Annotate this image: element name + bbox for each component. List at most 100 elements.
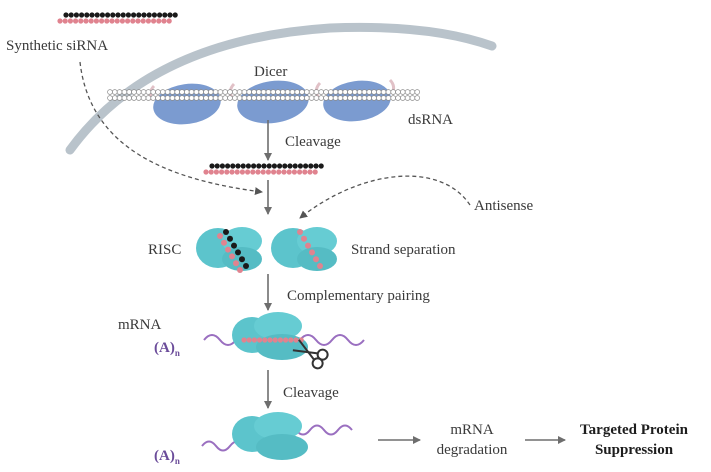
dsrna-bead xyxy=(337,95,344,101)
dsrna-bead xyxy=(371,89,377,95)
dsrna-bead xyxy=(323,89,329,95)
strand-separation-label: Strand separation xyxy=(351,242,456,258)
sense-strand-bead xyxy=(287,163,293,169)
risc-antisense-strand xyxy=(297,229,323,269)
sense-strand-bead xyxy=(151,12,157,18)
dsrna-bead xyxy=(270,95,276,101)
antisense-strand-bead xyxy=(260,169,266,175)
dsrna-bead xyxy=(289,89,296,95)
antisense-strand-bead xyxy=(151,18,157,24)
antisense-strand-bead xyxy=(125,18,131,24)
dsrna-bead xyxy=(318,95,324,101)
antisense-strand-bead xyxy=(283,337,289,343)
sense-strand-bead xyxy=(141,12,147,18)
sense-strand-bead xyxy=(308,163,314,169)
dsrna-bead xyxy=(179,95,185,101)
antisense-strand-bead xyxy=(302,169,308,175)
antisense-strand-bead xyxy=(224,169,230,175)
sense-strand-bead xyxy=(157,12,163,18)
sense-strand-bead xyxy=(162,12,168,18)
antisense-strand-bead xyxy=(286,169,292,175)
dsrna-bead xyxy=(232,89,238,95)
dsrna-bead xyxy=(270,89,276,95)
mrna-degradation-label-line2: degradation xyxy=(437,442,508,458)
sense-strand-bead xyxy=(105,12,111,18)
antisense-strand-bead xyxy=(251,337,257,343)
antisense-strand-bead xyxy=(241,337,247,343)
dsrna-bead xyxy=(356,95,363,101)
sense-strand-bead xyxy=(239,256,245,263)
dsrna-bead xyxy=(112,89,118,95)
antisense-strand-bead xyxy=(219,169,225,175)
dsrna-bead xyxy=(337,89,344,95)
antisense-strand-bead xyxy=(234,169,240,175)
dsrna-bead xyxy=(347,95,353,101)
dsrna-bead xyxy=(376,89,382,95)
sense-strand-bead xyxy=(235,163,241,169)
dsrna-bead xyxy=(246,95,252,101)
dsrna-bead xyxy=(414,95,420,101)
dsrna-bead xyxy=(198,89,204,95)
dsrna-bead xyxy=(222,95,228,101)
dsrna-bead xyxy=(241,89,248,95)
dsrna-bead xyxy=(313,89,320,95)
dsrna-bead xyxy=(347,89,353,95)
risc-complex-active xyxy=(271,227,337,271)
antisense-strand-bead xyxy=(78,18,84,24)
antisense-label: Antisense xyxy=(474,198,534,214)
dsrna-bead xyxy=(164,89,171,95)
antisense-bound-to-mrna xyxy=(241,337,304,343)
sense-strand-bead xyxy=(209,163,215,169)
antisense-strand-bead xyxy=(288,337,294,343)
antisense-strand-bead xyxy=(305,242,311,249)
sense-strand-bead xyxy=(251,163,257,169)
dsrna-bead xyxy=(136,95,142,101)
dicer-protein-group xyxy=(148,78,396,125)
dsrna-bead xyxy=(116,89,123,95)
antisense-strand-bead xyxy=(309,249,315,256)
antisense-strand-bead xyxy=(301,235,307,242)
antisense-strand-bead xyxy=(161,18,167,24)
sense-strand-bead xyxy=(303,163,309,169)
antisense-strand-bead xyxy=(307,169,313,175)
cleavage-label-2: Cleavage xyxy=(283,385,339,401)
antisense-strand-bead xyxy=(104,18,110,24)
dsrna-bead xyxy=(203,89,209,95)
dsrna-bead xyxy=(160,95,166,101)
antisense-strand-bead xyxy=(245,169,251,175)
antisense-strand-bead xyxy=(265,169,271,175)
sense-strand-bead xyxy=(73,12,79,18)
dsrna-bead xyxy=(232,95,238,101)
antisense-strand-bead xyxy=(237,267,243,273)
cleaved-sirna-duplex xyxy=(203,163,324,175)
synthetic-sirna-duplex xyxy=(57,12,178,24)
antisense-strand-bead xyxy=(221,239,227,246)
dsrna-bead xyxy=(107,95,113,101)
dsrna-bead xyxy=(280,95,286,101)
antisense-strand-bead xyxy=(272,337,278,343)
dicer-protein xyxy=(323,80,391,122)
antisense-path xyxy=(299,175,471,219)
dsrna-bead xyxy=(188,89,195,95)
dsrna-bead xyxy=(404,95,411,101)
cleavage-label-1: Cleavage xyxy=(285,134,341,150)
dsrna-bead xyxy=(361,95,368,101)
sense-strand-bead xyxy=(230,163,236,169)
dsrna-bead xyxy=(400,95,406,101)
dsrna-bead xyxy=(380,95,387,101)
dsrna-bead xyxy=(251,89,257,95)
dsrna-bead xyxy=(376,95,382,101)
dsrna-bead xyxy=(193,95,200,101)
complementary-pairing-label: Complementary pairing xyxy=(287,288,430,304)
dsrna-strand xyxy=(107,89,420,101)
dsrna-bead xyxy=(342,89,348,95)
antisense-strand-bead xyxy=(255,169,261,175)
sense-strand-bead xyxy=(282,163,288,169)
sense-strand-bead xyxy=(227,235,233,242)
synthetic-sirna-label: Synthetic siRNA xyxy=(6,38,108,54)
sense-strand-bead xyxy=(94,12,100,18)
dsrna-bead xyxy=(155,95,161,101)
dsrna-bead xyxy=(356,89,363,95)
poly-a-tail-label-2: (A)n xyxy=(154,448,180,466)
